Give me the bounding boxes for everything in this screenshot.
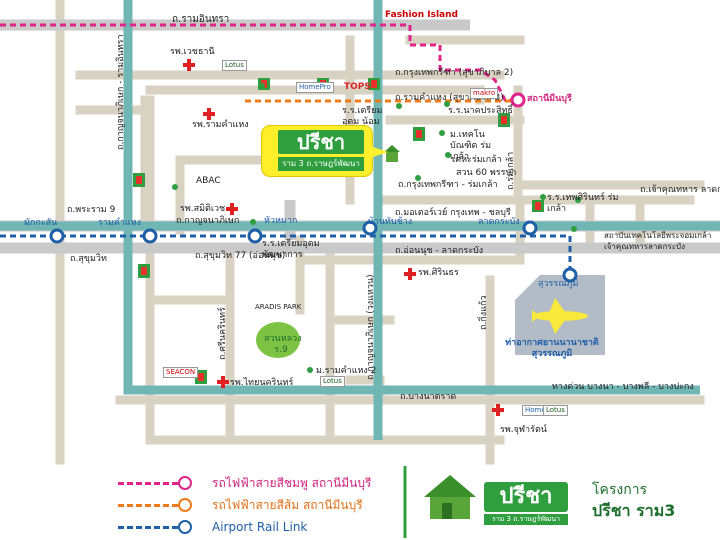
road-label-kanchana-lower: ถ.กาญจนาภิเษก: [176, 216, 240, 226]
road-label-bangna: ถ.บางนาตราด: [400, 392, 457, 402]
road-label-motorway: ถ.มอเตอร์เวย์ กรุงเทพ - ชลบุรี: [395, 208, 511, 218]
project-callout[interactable]: ปรีชา ราม 3 ถ.ราษฎร์พัฒนา: [262, 126, 372, 176]
poi-dots: [172, 83, 581, 373]
place-school-thepsirin: ร.ร.เทพศิรินทร์ ร่มเกล้า: [547, 193, 619, 214]
road-label-seri-thai: ถ.กรุงเทพกรีฑา (สุขาภิบาล 2): [395, 68, 514, 78]
expressways: [0, 0, 720, 440]
place-fashion-island: Fashion Island: [385, 10, 458, 20]
hospital-icon: [226, 203, 238, 215]
road-label-kingkaew: ถ.กิ่งแก้ว: [479, 295, 489, 330]
park-shape: [256, 322, 300, 358]
project-label-2: ปรีชา ราม3: [592, 501, 676, 520]
station-makkasan[interactable]: [49, 228, 65, 244]
legend-blue-station-icon: [178, 520, 192, 534]
station-label-hua-mak: หัวหมาก: [264, 216, 298, 226]
project-brand-sub: ราม 3 ถ.ราษฎร์พัฒนา: [484, 514, 568, 525]
road-label-bangna-bangplee: ทางด่วน บางนา - บางพลี - บางปะกง: [552, 382, 694, 392]
store-logo-seacon: SEACON: [163, 367, 199, 378]
station-markers: [49, 92, 578, 283]
project-label-1: โครงการ: [592, 482, 648, 498]
road-label-rama9: ถ.พระราม 9: [67, 205, 116, 215]
legend-orange-station-icon: [178, 498, 192, 512]
store-logo-makro: makro: [470, 88, 499, 99]
place-arado-park: ARADIS PARK: [255, 303, 302, 311]
hospital-icon: [492, 404, 504, 416]
airport-rail-link: [0, 234, 572, 270]
hospital-icon: [183, 59, 195, 71]
place-airport: ท่าอากาศยานนานาชาติ สุวรรณภูมิ: [505, 338, 599, 359]
place-hosp-samitivej: รพ.สมิติเวช: [180, 204, 226, 214]
station-label-suvarnabhumi: สุวรรณภูมิ: [538, 279, 579, 289]
place-technobandit: ม.เทคโนบัณฑิต ร่มเกล้า: [450, 130, 492, 162]
place-school-triam2: ร.ร.เตรียมอุดม พัฒนาการ: [262, 239, 320, 260]
station-suvarnabhumi[interactable]: [562, 267, 578, 283]
callout-pointer: [370, 146, 388, 158]
legend-blue-line: [118, 526, 178, 529]
station-hua-mak[interactable]: [247, 228, 263, 244]
legend-pink-label: รถไฟฟ้าสายสีชมพู สถานีมีนบุรี: [212, 476, 372, 490]
station-label-makkasan: มักกะสัน: [24, 218, 58, 228]
place-tops: TOPS: [344, 82, 371, 92]
hospital-icon: [404, 268, 416, 280]
road-label-ramkhamhaeng: ถ.รามคำแหง (สุขาภิบาล 3): [395, 93, 504, 103]
project-logo-house-icon: [424, 475, 476, 519]
station-ramkhamhaeng[interactable]: [142, 228, 158, 244]
legend-orange-line: [118, 504, 178, 507]
hospital-icon: [203, 108, 215, 120]
hospital-icon: [217, 376, 229, 388]
station-label-ramkhamhaeng: รามคำแหง: [98, 218, 142, 228]
legend-blue-label: Airport Rail Link: [212, 520, 308, 534]
place-romklao-housing: เคหะร่มเกล้า: [452, 155, 502, 165]
station-label-ban-thap-chang: บ้านทับช้าง: [368, 217, 413, 227]
store-logo-lotus-2: Lotus: [543, 405, 568, 416]
road-label-onnut: ถ.อ่อนนุช - ลาดกระบัง: [395, 246, 484, 256]
place-school-nawamin: ร.ร.นาคประสิทธิ์: [448, 106, 513, 116]
place-hosp-wetchadi: รพ.เวชธานี: [170, 47, 215, 57]
legend-orange-label: รถไฟฟ้าสายสีส้ม สถานีมีนบุรี: [212, 498, 363, 512]
place-kmitl: สถาบันเทคโนโลยีพระจอมเกล้า เจ้าคุณทหารลา…: [604, 231, 712, 251]
airplane-icon: [532, 298, 588, 334]
station-minburi[interactable]: [510, 92, 526, 108]
road-label-kanchana-ring: ถ.กาญจนาภิเษก (วงแหวน): [366, 274, 376, 380]
road-label-kanchanaphisek: ถ.กาญจนาภิเษก - รามอินทรา: [116, 34, 126, 150]
store-logo-homepro: HomePro: [296, 82, 334, 93]
road-label-srinakarin: ถ.ศรีนครินทร์: [218, 307, 228, 360]
place-hosp-chulaluk: รพ.จุฬารัตน์: [500, 425, 547, 435]
hospital-icons: [183, 59, 504, 416]
road-label-chaokhun: ถ.เจ้าคุณทหาร ลาดกระบัง: [640, 185, 720, 195]
legend-pink-station-icon: [178, 476, 192, 490]
road-label-ram-intra: ถ.รามอินทรา: [172, 14, 230, 25]
project-callout-brand: ปรีชา: [278, 130, 364, 154]
project-brand: ปรีชา: [484, 482, 568, 512]
station-ban-thap-chang[interactable]: [362, 220, 378, 236]
place-hosp-sirin: รพ.ศิรินธร: [418, 268, 459, 278]
place-ramkhamhaeng-univ: ม.รามคำแหง 2: [316, 366, 377, 376]
road-label-sukhumvit: ถ.สุขุมวิท: [70, 254, 107, 264]
place-hosp-srinakarin: รพ.ไทยนครินทร์: [230, 378, 294, 388]
station-label-minburi: สถานีมีนบุรี: [527, 94, 572, 104]
station-label-lat-krabang: ลาดกระบัง: [478, 217, 520, 227]
road-label-krungthep-kreetha: ถ.กรุงเทพกรีฑา - ร่มเกล้า: [398, 180, 498, 190]
store-logo-lotus: Lotus: [222, 60, 247, 71]
place-abac: ABAC: [196, 176, 221, 186]
place-hosp-ramkhamhaeng: รพ.รามคำแหง: [192, 120, 249, 130]
store-logo-lotus-3: Lotus: [320, 376, 345, 387]
project-callout-sub: ราม 3 ถ.ราษฎร์พัฒนา: [278, 157, 364, 171]
legend-pink-line: [118, 482, 178, 485]
station-lat-krabang[interactable]: [522, 220, 538, 236]
pink-line: [0, 23, 520, 102]
place-suan-luang: สวนหลวง ร.9: [264, 334, 302, 355]
project-house-icon: [384, 145, 400, 162]
road-label-sukhumvit77: ถ.สุขุมวิท 77 (อ่อนนุช): [195, 251, 286, 261]
place-park60: สวน 60 พรรษา: [456, 168, 517, 178]
